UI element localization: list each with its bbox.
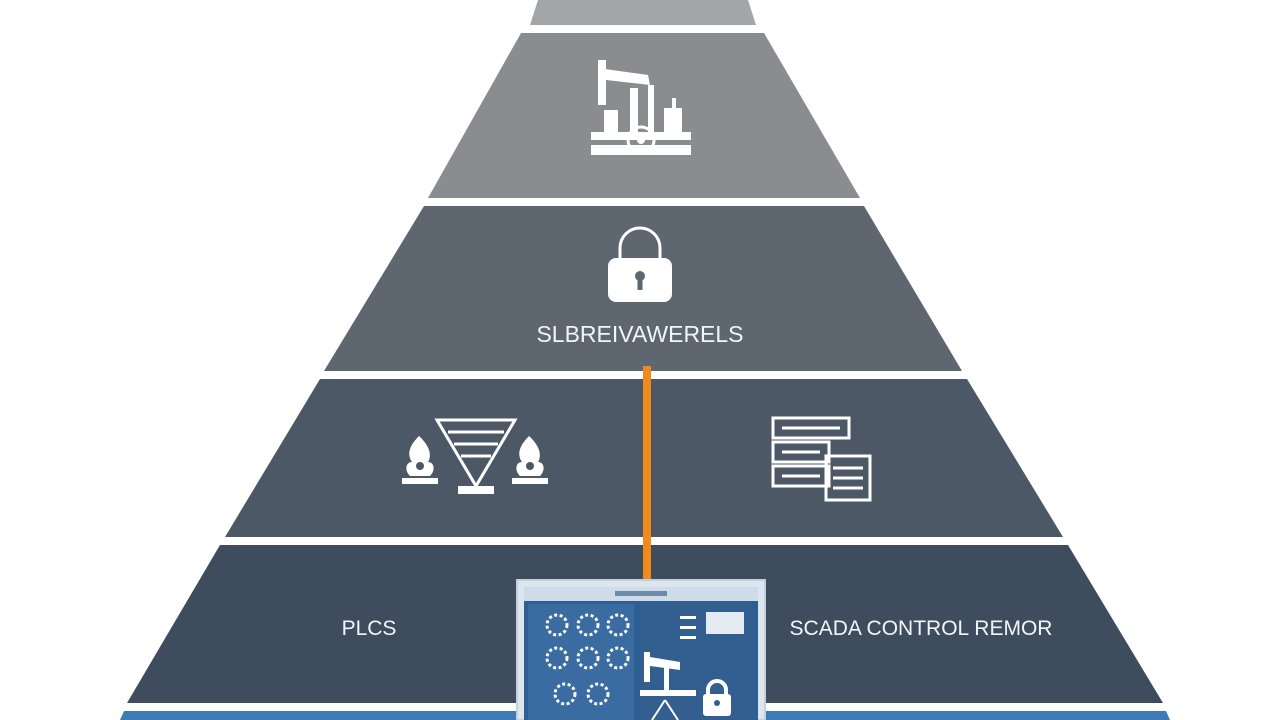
padlock-icon: [608, 226, 672, 302]
pumpjack-icon: [591, 60, 691, 155]
server-rack-icon: [771, 416, 872, 502]
connector-line: [643, 366, 651, 584]
monitor-padlock-icon: [703, 679, 731, 716]
tier-production: [428, 33, 860, 198]
gear-cluster-icon: [545, 613, 630, 706]
scada-monitor: [516, 579, 766, 720]
monitor-funnel-icon: [651, 699, 679, 720]
tier-top-cap: [530, 0, 756, 25]
tier-control-left-label: PLCS: [342, 617, 397, 640]
tier-security-label: SLBREIVAWERELS: [536, 321, 743, 347]
tier-control-right-label: SCADA CONTROL REMOR: [790, 617, 1053, 640]
flame-icon-right: [512, 436, 548, 484]
flame-icon: [402, 436, 438, 484]
separator-funnel-icon: [434, 418, 518, 494]
monitor-pumpjack-icon: [640, 652, 696, 696]
